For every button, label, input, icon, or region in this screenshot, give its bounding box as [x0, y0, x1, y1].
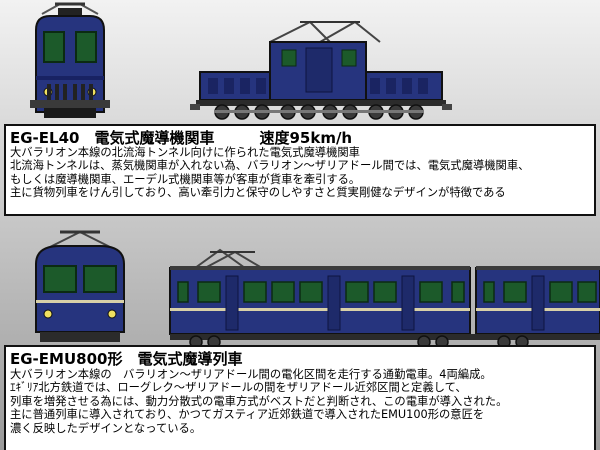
emu800-description-line: 濃く反映したデザインとなっている。: [10, 421, 202, 435]
el40-description-line: 大バラリオン本線の北流海トンネル向けに作られた電気式魔導機関車: [10, 146, 360, 159]
el40-side-view: [190, 20, 452, 120]
emu800-description: 大バラリオン本線の バラリオン～ザリアドール間の電化区間を走行する通勤電車。4両…: [10, 368, 507, 435]
emu800-description-line: 列車を増発させる為には、動力分散式の電車方式がベストだと判断され、この電車が導入…: [10, 394, 508, 408]
emu800-description-line: 主に普通列車に導入されており、かつてガスティア近郊鉄道で導入されたEMU100形…: [10, 408, 485, 422]
el40-description-panel: EG-EL40 電気式魔導機関車 速度95km/h 大バラリオン本線の北流海トン…: [4, 124, 596, 216]
emu800-front-view: [35, 230, 125, 342]
emu800-description-panel: EG-EMU800形 電気式魔導列車 大バラリオン本線の バラリオン～ザリアドー…: [4, 345, 596, 450]
el40-title: EG-EL40 電気式魔導機関車 速度95km/h: [10, 129, 353, 147]
emu800-title: EG-EMU800形 電気式魔導列車: [10, 350, 243, 368]
emu800-description-line: 大バラリオン本線の バラリオン～ザリアドール間の電化区間を走行する通勤電車。4両…: [10, 368, 492, 381]
el40-description-line: もしくは魔導機関車、エーデル式機関車等が客車が貨車を牽引する。: [10, 172, 361, 186]
emu800-description-line: ｴｷﾞﾘｱ北方鉄道では、ローグレク～ザリアドールの間をザリアドール近郊区間と定義…: [10, 381, 467, 395]
el40-front-view: [30, 2, 110, 118]
el40-description: 大バラリオン本線の北流海トンネル向けに作られた電気式魔導機関車 北流海トンネルは…: [10, 146, 529, 200]
el40-description-line: 北流海トンネルは、蒸気機関車が入れない為、バラリオン～ザリアドール間では、電気式…: [10, 159, 530, 173]
emu800-side-view: [169, 248, 600, 349]
el40-description-line: 主に貨物列車をけん引しており、高い牽引力と保守のしやすさと質実剛健なデザインが特…: [10, 186, 506, 200]
